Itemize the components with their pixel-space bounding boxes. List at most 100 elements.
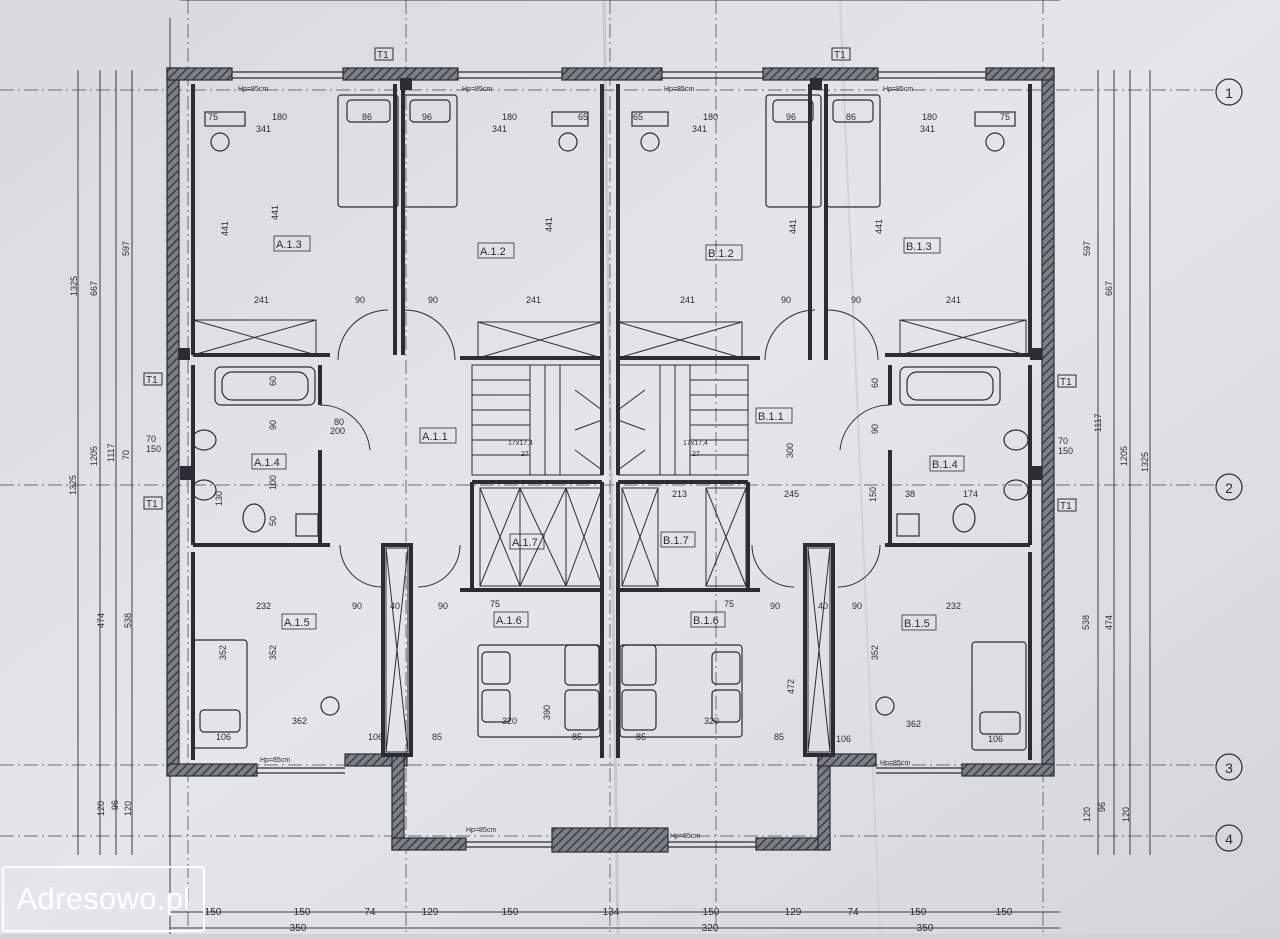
- dim-90-f: 90: [438, 601, 448, 611]
- dim-241-d: 241: [946, 295, 961, 305]
- dim-70-a: 70: [146, 434, 156, 444]
- bed-b16: [619, 644, 743, 738]
- dim-90-b: 90: [428, 295, 438, 305]
- toilet-b: [952, 503, 976, 533]
- dim-120-left-b: 120: [123, 801, 133, 816]
- dim-1325-left: 1325: [69, 276, 79, 296]
- wall-south-d: [961, 763, 1055, 777]
- room-label-b15: B.1.5: [904, 618, 930, 630]
- wall-west: [166, 67, 180, 775]
- stair-spec-b: 17x17,4: [683, 440, 708, 447]
- bed-a12: [402, 94, 458, 208]
- dim-60-a: 60: [268, 376, 278, 386]
- dim-120-right-b: 120: [1121, 807, 1131, 822]
- wardrobe-a12: [477, 321, 603, 359]
- dim-86-a: 86: [362, 112, 372, 122]
- sink-a1: [191, 429, 217, 451]
- wall-bay-a-south: [391, 837, 467, 851]
- dim-40-a: 40: [390, 601, 400, 611]
- dim-b12-341: 341: [692, 124, 707, 134]
- desks-and-chairs: [204, 111, 1016, 716]
- dim-90-a: 90: [355, 295, 365, 305]
- dim-441-e: 441: [874, 219, 884, 234]
- dim-1325-right: 1325: [1140, 452, 1150, 472]
- dim-38: 38: [905, 489, 915, 499]
- dim-96-b: 96: [786, 112, 796, 122]
- toilet-a: [242, 503, 266, 533]
- dim-75-a: 75: [208, 112, 218, 122]
- dim-120-left: 120: [96, 801, 106, 816]
- dim-bottom-134: 134: [603, 907, 620, 918]
- bathroom-fixtures: [191, 366, 1029, 537]
- dim-a12-180: 180: [502, 112, 517, 122]
- room-label-b14: B.1.4: [932, 459, 958, 471]
- dim-60-b: 60: [870, 378, 880, 388]
- dim-150-hall: 150: [868, 487, 878, 502]
- sill-b13: Hp=85cm: [883, 86, 913, 93]
- wall-north-e: [985, 67, 1055, 81]
- dim-150-b: 150: [1058, 446, 1073, 456]
- dim-232-a: 232: [256, 601, 271, 611]
- wall-bay-a-west: [391, 753, 405, 851]
- dim-a13-341: 341: [256, 124, 271, 134]
- stair-steps-b: 27: [692, 451, 700, 458]
- stair-steps-a: 27: [521, 451, 529, 458]
- dim-b13-180: 180: [922, 112, 937, 122]
- room-label-a11: A.1.1: [422, 431, 448, 443]
- sill-b12: Hp=85cm: [664, 86, 694, 93]
- wardrobe-b13: [899, 319, 1027, 356]
- dim-40-b: 40: [818, 601, 828, 611]
- dim-390: 390: [542, 705, 552, 720]
- bed-a15: [192, 639, 248, 749]
- dim-85-b: 85: [572, 732, 582, 742]
- axis-label-4: 4: [1225, 831, 1233, 847]
- bed-b13: [826, 94, 881, 208]
- dim-100: 100: [268, 475, 278, 490]
- room-label-a12: A.1.2: [480, 246, 506, 258]
- dim-b12-180: 180: [703, 112, 718, 122]
- sink-b2: [1003, 479, 1029, 501]
- dim-bottom-74-a: 74: [364, 907, 376, 918]
- dim-106-c: 106: [836, 734, 851, 744]
- dim-75-d: 75: [724, 599, 734, 609]
- dim-bottom-150-f: 150: [996, 907, 1013, 918]
- adresowo-watermark: Adresowo.pl: [2, 866, 205, 932]
- dim-106-b: 106: [368, 732, 383, 742]
- dim-a12-341: 341: [492, 124, 507, 134]
- dim-241-b: 241: [526, 295, 541, 305]
- dim-bottom-350-a: 350: [290, 923, 307, 934]
- paper-crease: [839, 0, 881, 935]
- dim-538-right: 538: [1081, 615, 1091, 630]
- dim-86-b: 86: [846, 112, 856, 122]
- dim-bottom-129-b: 129: [785, 907, 802, 918]
- dim-472: 472: [786, 679, 796, 694]
- dim-96-a: 96: [422, 112, 432, 122]
- sill-b16: Hp=85cm: [670, 833, 700, 840]
- dim-362-b: 362: [906, 719, 921, 729]
- room-label-a13: A.1.3: [276, 239, 302, 251]
- staircases: [471, 364, 749, 476]
- dim-300: 300: [785, 443, 795, 458]
- dim-474-right: 474: [1104, 615, 1114, 630]
- dim-597-right: 597: [1082, 241, 1092, 256]
- dim-352-b: 352: [268, 645, 278, 660]
- axis-markers: 1 2 3 4: [1215, 78, 1243, 852]
- sill-a15: Hp=85cm: [260, 757, 290, 764]
- dim-667-right: 667: [1104, 281, 1114, 296]
- bed-b15: [971, 641, 1027, 751]
- axis-marker-1: [1215, 78, 1243, 106]
- dim-441-c: 441: [544, 217, 554, 232]
- boiler-a: [295, 513, 319, 537]
- left-dimension-texts: 1325 667 597 1325 1205 1117 70 474 538 1…: [68, 241, 133, 816]
- dim-130: 130: [214, 491, 224, 506]
- dim-85-d: 85: [774, 732, 784, 742]
- dim-1325-left-b: 1325: [68, 475, 78, 495]
- dim-362-a: 362: [292, 716, 307, 726]
- dim-bottom-320: 320: [702, 923, 719, 934]
- beds: [192, 94, 1027, 751]
- wall-bay-center: [551, 827, 669, 853]
- dim-bottom-350-b: 350: [917, 923, 934, 934]
- dim-441-a: 441: [220, 221, 230, 236]
- sill-a13: Hp=85cm: [238, 86, 268, 93]
